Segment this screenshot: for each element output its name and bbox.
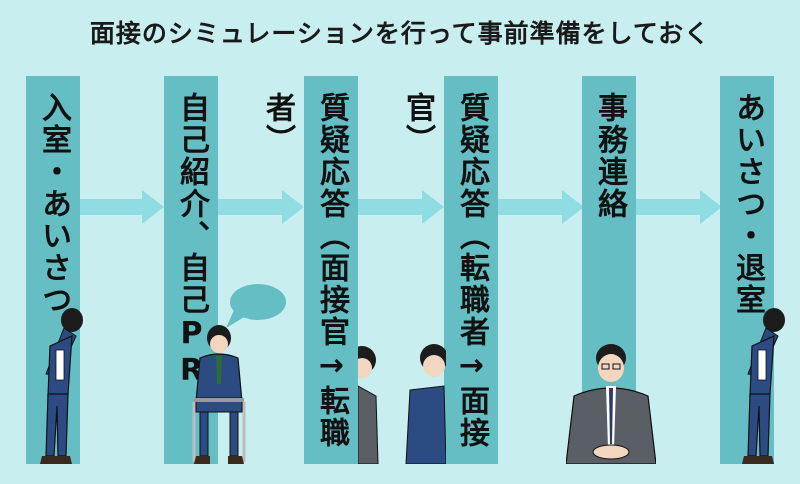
interviewer-desk-illustration <box>566 344 656 464</box>
step-qa-interviewer: 質疑応答（面接官→転職者） <box>260 76 358 464</box>
arrow-1 <box>80 190 164 224</box>
arrow-4 <box>498 190 584 224</box>
step-qa-candidate: 質疑応答（転職者→面接官） <box>400 76 498 464</box>
step-label: 質疑応答（面接官→転職者） <box>260 92 349 449</box>
arrow-2 <box>218 190 304 224</box>
seated-person-illustration <box>192 325 246 464</box>
step-label: 質疑応答（転職者→面接官） <box>400 92 489 449</box>
bowing-person-illustration <box>40 308 83 464</box>
step-label: 入室・あいさつ <box>36 92 71 316</box>
interviewer-partial-illustration <box>358 346 379 464</box>
arrow-5 <box>636 190 722 224</box>
diagram-title: 面接のシミュレーションを行って事前準備をしておく <box>89 19 711 48</box>
speech-bubble-icon <box>226 284 286 328</box>
step-label: 事務連絡 <box>592 92 627 220</box>
step-label: 自己紹介、自己PR <box>174 92 209 390</box>
step-greet-exit: あいさつ・退室 <box>720 76 774 464</box>
arrow-3 <box>358 190 444 224</box>
candidate-partial-illustration <box>405 344 446 464</box>
bowing-person-exit-illustration <box>742 308 785 464</box>
step-label: あいさつ・退室 <box>730 92 765 316</box>
